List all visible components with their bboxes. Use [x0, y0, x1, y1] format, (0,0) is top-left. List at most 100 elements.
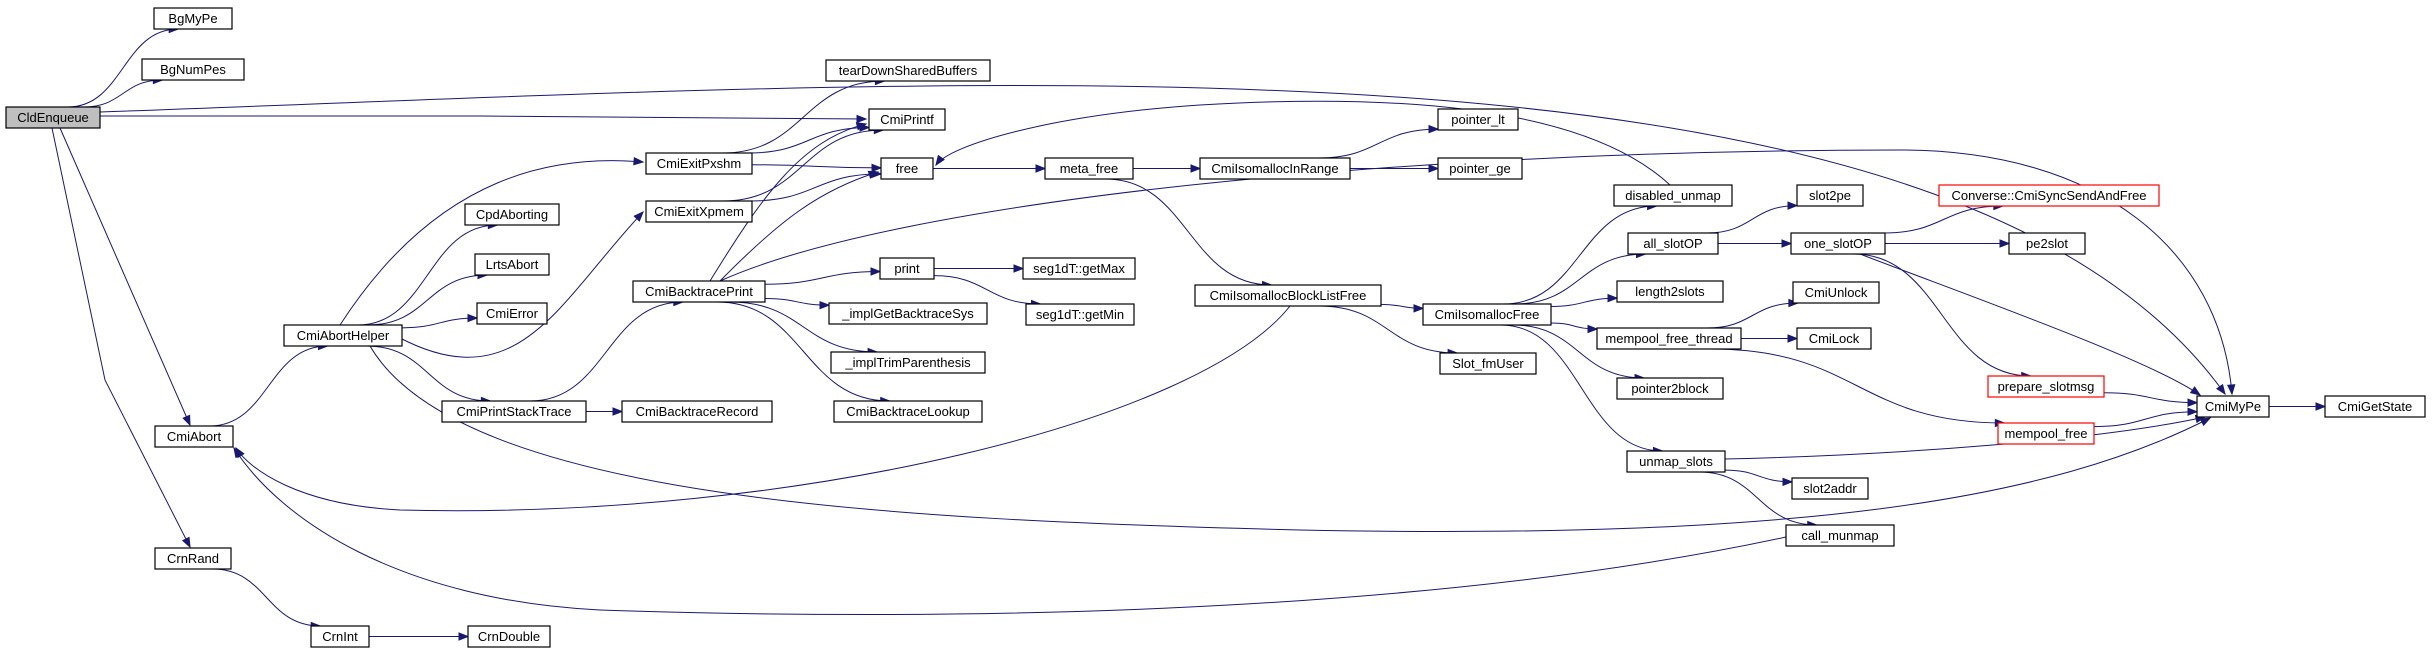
node-label: CldEnqueue	[17, 110, 89, 125]
node-label: seg1dT::getMax	[1033, 261, 1125, 276]
node-label: print	[894, 261, 920, 276]
node-CmiLock[interactable]: CmiLock	[1796, 327, 1872, 350]
node-label: mempool_free	[2004, 426, 2087, 441]
node-label: CmiBacktracePrint	[645, 284, 753, 299]
node-CmiExitXpmem[interactable]: CmiExitXpmem	[645, 200, 753, 223]
node-label: slot2addr	[1803, 481, 1857, 496]
node-label: CmiGetState	[2338, 399, 2412, 414]
node-CmiUnlock[interactable]: CmiUnlock	[1792, 281, 1880, 304]
node-seg_getMax[interactable]: seg1dT::getMax	[1022, 257, 1136, 280]
node-label: pointer_ge	[1449, 161, 1510, 176]
node-label: CmiAbort	[167, 429, 222, 444]
node-pointer_ge[interactable]: pointer_ge	[1437, 157, 1523, 180]
node-mempool_free_thread[interactable]: mempool_free_thread	[1596, 327, 1742, 350]
node-CrnDouble[interactable]: CrnDouble	[467, 625, 551, 648]
edge-print-to-seg_getMax	[934, 264, 1025, 273]
edge-CmiAbortHelper-to-CmiPrintStackTrace	[366, 345, 492, 406]
node-tearDownSharedBuffers[interactable]: tearDownSharedBuffers	[825, 59, 991, 82]
edge-CmiExitXpmem-to-free	[749, 169, 883, 202]
node-slot2addr[interactable]: slot2addr	[1791, 477, 1869, 500]
edge-CmiMyPe-to-CmiGetState	[2269, 402, 2327, 411]
node-label: CmiExitXpmem	[654, 204, 744, 219]
node-label: one_slotOP	[1804, 236, 1872, 251]
node-length2slots[interactable]: length2slots	[1616, 280, 1724, 303]
node-CmiError[interactable]: CmiError	[476, 302, 548, 325]
node-label: CpdAborting	[476, 207, 548, 222]
edge-one_slotOP-to-pe2slot	[1885, 239, 2011, 248]
edge-CmiAbortHelper-to-CmiExitPxshm	[339, 156, 645, 326]
node-CmiSyncSendAndFree[interactable]: Converse::CmiSyncSendAndFree	[1938, 184, 2160, 207]
node-CrnInt[interactable]: CrnInt	[310, 625, 370, 648]
edge-CrnInt-to-CrnDouble	[369, 632, 470, 641]
edge-mempool_free_thread-to-CmiUnlock	[1707, 298, 1800, 329]
node-label: CmiIsomallocInRange	[1211, 161, 1338, 176]
edge-CmiAbortHelper-to-CmiMyPe	[369, 345, 2212, 533]
edge-CmiIsomallocBlockListFree-to-CmiIsomallocFree	[1380, 303, 1425, 313]
edge-one_slotOP-to-prepare_slotmsg	[1853, 253, 2033, 381]
node-CmiGetState[interactable]: CmiGetState	[2324, 395, 2426, 418]
node-CmiAbortHelper[interactable]: CmiAbortHelper	[283, 324, 403, 347]
node-label: free	[896, 161, 918, 176]
node-mempool_free[interactable]: mempool_free	[1997, 422, 2095, 445]
node-label: CmiExitPxshm	[657, 156, 742, 171]
node-CmiAbort[interactable]: CmiAbort	[154, 425, 234, 448]
node-disabled_unmap[interactable]: disabled_unmap	[1613, 184, 1733, 207]
edge-CldEnqueue-to-CmiMyPe	[99, 85, 2226, 396]
node-label: pe2slot	[2026, 236, 2068, 251]
node-CmiBacktraceRecord[interactable]: CmiBacktraceRecord	[621, 400, 773, 423]
node-free[interactable]: free	[880, 157, 934, 180]
node-LrtsAbort[interactable]: LrtsAbort	[474, 253, 550, 276]
node-CmiIsomallocBlockListFree[interactable]: CmiIsomallocBlockListFree	[1194, 284, 1382, 307]
edge-unmap_slots-to-slot2addr	[1724, 469, 1794, 487]
node-CmiPrintStackTrace[interactable]: CmiPrintStackTrace	[441, 400, 587, 423]
node-BgNumPes[interactable]: BgNumPes	[141, 58, 245, 81]
node-implGetBacktraceSys[interactable]: _implGetBacktraceSys	[828, 302, 988, 325]
node-BgMyPe[interactable]: BgMyPe	[153, 7, 233, 30]
node-label: disabled_unmap	[1625, 188, 1720, 203]
node-CmiExitPxshm[interactable]: CmiExitPxshm	[645, 152, 753, 175]
edge-one_slotOP-to-CmiMyPe	[1859, 253, 2202, 396]
node-seg_getMin[interactable]: seg1dT::getMin	[1025, 303, 1135, 326]
node-label: CrnDouble	[478, 629, 540, 644]
node-pe2slot[interactable]: pe2slot	[2008, 232, 2086, 255]
node-meta_free[interactable]: meta_free	[1044, 157, 1134, 180]
node-CmiBacktracePrint[interactable]: CmiBacktracePrint	[632, 280, 766, 303]
node-one_slotOP[interactable]: one_slotOP	[1790, 232, 1886, 255]
edge-meta_free-to-CmiIsomallocInRange	[1132, 164, 1202, 173]
edge-CmiExitPxshm-to-free	[751, 163, 883, 173]
node-CmiMyPe[interactable]: CmiMyPe	[2196, 395, 2270, 418]
call-graph-nodes: CldEnqueueBgMyPeBgNumPesCmiAbortCrnRandC…	[5, 7, 2426, 648]
edge-CldEnqueue-to-CrnRand	[51, 127, 191, 549]
node-pointer_lt[interactable]: pointer_lt	[1437, 108, 1519, 131]
node-CmiBacktraceLookup[interactable]: CmiBacktraceLookup	[833, 400, 983, 423]
node-label: Converse::CmiSyncSendAndFree	[1951, 188, 2146, 203]
node-CmiPrintf[interactable]: CmiPrintf	[868, 108, 946, 131]
node-call_munmap[interactable]: call_munmap	[1785, 524, 1895, 547]
node-label: CmiError	[486, 306, 539, 321]
node-CrnRand[interactable]: CrnRand	[154, 547, 232, 570]
node-label: pointer2block	[1631, 381, 1709, 396]
edge-CrnRand-to-CrnInt	[212, 568, 322, 631]
node-implTrimParenthesis[interactable]: _implTrimParenthesis	[830, 351, 986, 374]
node-label: CmiIsomallocBlockListFree	[1210, 288, 1367, 303]
node-CmiIsomallocFree[interactable]: CmiIsomallocFree	[1422, 303, 1552, 326]
node-Slot_fmUser[interactable]: Slot_fmUser	[1439, 352, 1537, 375]
node-prepare_slotmsg[interactable]: prepare_slotmsg	[1987, 375, 2105, 398]
node-CpdAborting[interactable]: CpdAborting	[464, 203, 560, 226]
edge-CmiPrintStackTrace-to-CmiBacktraceRecord	[585, 407, 624, 416]
node-pointer2block[interactable]: pointer2block	[1616, 377, 1724, 400]
edge-CldEnqueue-to-CmiPrintf	[100, 114, 868, 124]
node-label: all_slotOP	[1643, 236, 1702, 251]
node-label: CmiBacktraceRecord	[636, 404, 759, 419]
node-print[interactable]: print	[879, 257, 935, 280]
node-label: LrtsAbort	[486, 257, 539, 272]
node-unmap_slots[interactable]: unmap_slots	[1626, 450, 1726, 473]
node-all_slotOP[interactable]: all_slotOP	[1627, 232, 1719, 255]
edge-CmiIsomallocFree-to-mempool_free_thread	[1550, 322, 1599, 334]
node-CldEnqueue[interactable]: CldEnqueue	[5, 106, 101, 129]
node-label: CmiBacktraceLookup	[846, 404, 970, 419]
node-CmiIsomallocInRange[interactable]: CmiIsomallocInRange	[1199, 157, 1351, 180]
node-label: seg1dT::getMin	[1036, 307, 1124, 322]
node-slot2pe[interactable]: slot2pe	[1796, 184, 1864, 207]
